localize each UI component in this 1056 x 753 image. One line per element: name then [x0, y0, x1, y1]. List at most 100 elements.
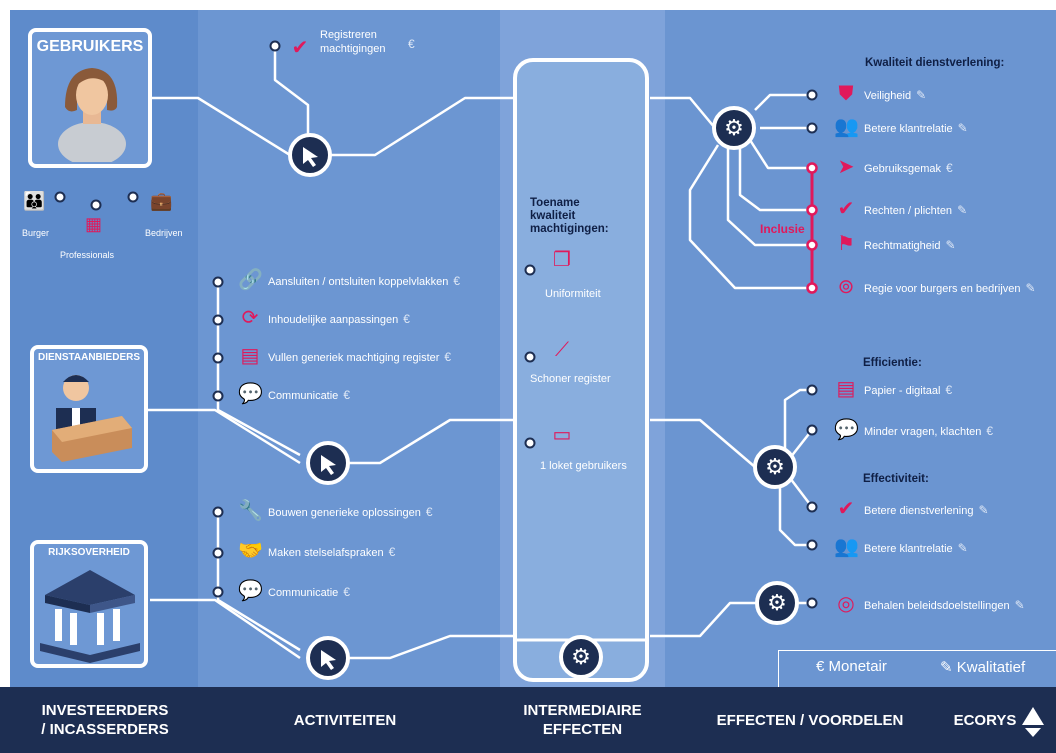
dienstaanbieders-title: DIENSTAANBIEDERS [37, 352, 141, 363]
euro-icon: € [816, 658, 825, 675]
kwaliteit-item: Rechtmatigheid✎ [864, 238, 956, 252]
intermediate-heading: Toename kwaliteit machtigingen: [530, 197, 609, 235]
steering-icon: ⊚ [837, 276, 855, 298]
registreren-euro: € [408, 37, 415, 51]
euro-icon: € [444, 350, 452, 364]
user-avatar-icon [58, 68, 126, 162]
intermediate-item-label: Uniformiteit [545, 288, 601, 300]
chat-icon: 💬 [238, 383, 263, 405]
euro-icon: € [343, 585, 350, 599]
target-icon: ◎ [837, 593, 855, 615]
document-icon: ▤ [240, 345, 260, 367]
intermediate-item-label: 1 loket gebruikers [540, 460, 627, 472]
dienst-item: Communicatie€ [268, 388, 350, 402]
column-activiteiten-bg [198, 10, 500, 687]
service-provider-icon [52, 375, 132, 462]
rijk-item: Communicatie€ [268, 585, 350, 599]
bedrijven-label: Bedrijven [145, 228, 183, 238]
footer-brand: ECORYS [953, 712, 1017, 729]
copy-icon: ❐ [553, 249, 571, 271]
ecorys-logo-icon [1022, 707, 1044, 737]
kwaliteit-item: Rechten / plichten✎ [864, 203, 968, 217]
footer-investeerders: INVESTEERDERS / INCASSERDERS [41, 702, 169, 738]
kwaliteit-item: Gebruiksgemak€ [864, 161, 953, 175]
registreren-label: Registreren machtigingen [320, 29, 386, 55]
euro-icon: € [945, 383, 953, 397]
government-building-icon [40, 570, 140, 663]
wrench-icon: 🔧 [238, 500, 263, 522]
effectiviteit-heading: Effectiviteit: [863, 473, 929, 485]
footer-effecten: EFFECTEN / VOORDELEN [716, 712, 904, 729]
pencil-icon: ✎ [957, 541, 968, 555]
euro-icon: € [986, 424, 994, 438]
link-icon: 🔗 [238, 269, 263, 291]
gebruikers-title: GEBRUIKERS [36, 38, 144, 55]
papers-icon: ▤ [836, 378, 856, 400]
briefcase-icon: 💼 [150, 191, 173, 211]
cursor-icon: ➤ [837, 156, 855, 178]
rijksoverheid-title: RIJKSOVERHEID [48, 547, 130, 558]
handshake-icon: 🤝 [238, 540, 263, 562]
checkmark-icon: ✔ [291, 37, 309, 59]
footer-intermediaire: INTERMEDIAIRE EFFECTEN [523, 702, 642, 738]
rijk-item: Maken stelselafspraken€ [268, 545, 396, 559]
efficientie-item: Papier - digitaal€ [864, 383, 953, 397]
euro-icon: € [388, 545, 396, 559]
footer-activiteiten: ACTIVITEITEN [293, 712, 397, 729]
pencil-icon: ✎ [940, 659, 953, 676]
burger-label: Burger [22, 228, 50, 238]
flag-icon: ⚑ [837, 233, 855, 255]
rijk-item: Bouwen generieke oplossingen€ [268, 505, 433, 519]
gear-node [712, 106, 756, 150]
dienst-item: Vullen generiek machtiging register€ [268, 350, 452, 364]
euro-icon: € [425, 505, 433, 519]
thumbs-icon: ✔ [837, 498, 855, 520]
burger-icon: 👪 [23, 191, 46, 211]
gear-node [755, 581, 799, 625]
euro-icon: € [343, 388, 350, 402]
connector-lines: ⚙ ⚙ ⚙ ⚙ [54, 40, 818, 682]
chat-icon: 💬 [238, 580, 263, 602]
footer-bar: INVESTEERDERS / INCASSERDERS ACTIVITEITE… [0, 687, 1056, 753]
group-icon: 👥 [834, 116, 859, 138]
pencil-icon: ✎ [957, 121, 968, 135]
intermediate-item-label: Schoner register [530, 373, 611, 385]
gear-node [559, 635, 603, 679]
pencil-icon: ✎ [916, 88, 927, 102]
efficientie-item: Minder vragen, klachten€ [864, 424, 994, 438]
inclusie-label: Inclusie [760, 222, 805, 236]
gear-icon: ⚙ [767, 591, 787, 616]
efficientie-heading: Efficientie: [863, 357, 922, 369]
pencil-icon: ✎ [945, 238, 956, 252]
gear-icon: ⚙ [724, 116, 744, 141]
beleid-label: Behalen beleidsdoelstellingen✎ [864, 598, 1025, 612]
legend [778, 650, 1056, 687]
euro-icon: € [453, 274, 461, 288]
checkmark-icon: ✔ [837, 198, 855, 220]
group-icon: 👥 [834, 536, 859, 558]
gear-icon: ⚙ [765, 455, 785, 480]
building-icon: ▦ [85, 214, 103, 234]
kwaliteit-item: Betere klantrelatie✎ [864, 121, 968, 135]
pencil-icon: ✎ [1025, 281, 1036, 295]
professionals-label: Professionals [60, 250, 115, 260]
euro-icon: € [946, 161, 953, 175]
legend-monetair: € Monetair [816, 658, 887, 675]
legend-kwalitatief: ✎ Kwalitatief [940, 659, 1026, 676]
effectiviteit-item: Betere dienstverlening✎ [864, 503, 989, 517]
broom-icon: ⟋ [555, 339, 569, 361]
refresh-icon: ⟳ [241, 307, 259, 329]
window-icon: ▭ [552, 424, 572, 446]
dienst-item: Inhoudelijke aanpassingen€ [268, 312, 410, 326]
dienst-item: Aansluiten / ontsluiten koppelvlakken€ [268, 274, 461, 288]
kwaliteit-item: Veiligheid✎ [864, 88, 927, 102]
euro-icon: € [403, 312, 410, 326]
pencil-icon: ✎ [1014, 598, 1025, 612]
gear-icon: ⚙ [571, 645, 591, 670]
kwaliteit-heading: Kwaliteit dienstverlening: [865, 57, 1005, 69]
kwaliteit-item: Regie voor burgers en bedrijven✎ [864, 281, 1036, 295]
gear-node [753, 445, 797, 489]
chat-icon: 💬 [834, 419, 859, 441]
effectiviteit-item: Betere klantrelatie✎ [864, 541, 968, 555]
